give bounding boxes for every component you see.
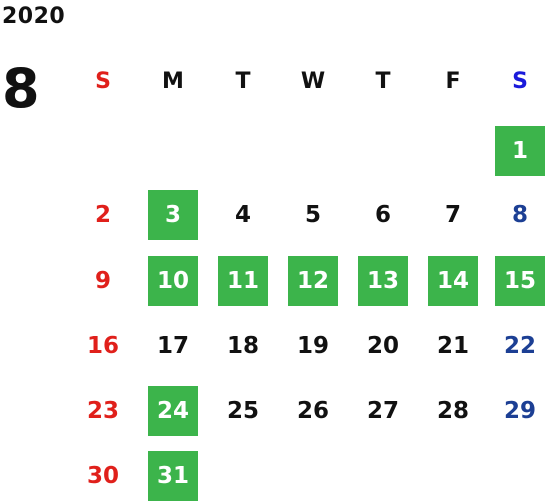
day-cell-21[interactable]: 21 bbox=[436, 333, 469, 359]
day-cell-23[interactable]: 23 bbox=[86, 398, 119, 424]
day-cell-24[interactable]: 24 bbox=[148, 386, 198, 436]
day-cell-31[interactable]: 31 bbox=[148, 451, 198, 501]
day-cell-29[interactable]: 29 bbox=[503, 398, 536, 424]
weekday-header: T bbox=[235, 68, 251, 94]
year-label: 2020 bbox=[2, 4, 66, 29]
day-cell-18[interactable]: 18 bbox=[226, 333, 259, 359]
weekday-header: M bbox=[162, 68, 184, 94]
weekday-header: W bbox=[300, 68, 326, 94]
weekday-header: S bbox=[512, 68, 528, 94]
day-cell-15[interactable]: 15 bbox=[495, 256, 545, 306]
weekday-header: S bbox=[95, 68, 111, 94]
day-cell-27[interactable]: 27 bbox=[366, 398, 399, 424]
day-cell-26[interactable]: 26 bbox=[296, 398, 329, 424]
day-cell-28[interactable]: 28 bbox=[436, 398, 469, 424]
day-cell-6[interactable]: 6 bbox=[374, 202, 391, 228]
day-cell-13[interactable]: 13 bbox=[358, 256, 408, 306]
day-cell-14[interactable]: 14 bbox=[428, 256, 478, 306]
day-cell-2[interactable]: 2 bbox=[94, 202, 111, 228]
day-cell-25[interactable]: 25 bbox=[226, 398, 259, 424]
day-cell-12[interactable]: 12 bbox=[288, 256, 338, 306]
day-cell-4[interactable]: 4 bbox=[234, 202, 251, 228]
day-cell-17[interactable]: 17 bbox=[156, 333, 189, 359]
day-cell-8[interactable]: 8 bbox=[511, 202, 528, 228]
day-cell-16[interactable]: 16 bbox=[86, 333, 119, 359]
day-cell-3[interactable]: 3 bbox=[148, 190, 198, 240]
day-cell-10[interactable]: 10 bbox=[148, 256, 198, 306]
day-cell-20[interactable]: 20 bbox=[366, 333, 399, 359]
weekday-header: T bbox=[375, 68, 391, 94]
weekday-header: F bbox=[445, 68, 461, 94]
day-cell-11[interactable]: 11 bbox=[218, 256, 268, 306]
day-cell-5[interactable]: 5 bbox=[304, 202, 321, 228]
day-cell-30[interactable]: 30 bbox=[86, 463, 119, 489]
day-cell-1[interactable]: 1 bbox=[495, 126, 545, 176]
day-cell-19[interactable]: 19 bbox=[296, 333, 329, 359]
day-cell-9[interactable]: 9 bbox=[94, 268, 111, 294]
day-cell-22[interactable]: 22 bbox=[503, 333, 536, 359]
month-number: 8 bbox=[2, 57, 40, 120]
day-cell-7[interactable]: 7 bbox=[444, 202, 461, 228]
